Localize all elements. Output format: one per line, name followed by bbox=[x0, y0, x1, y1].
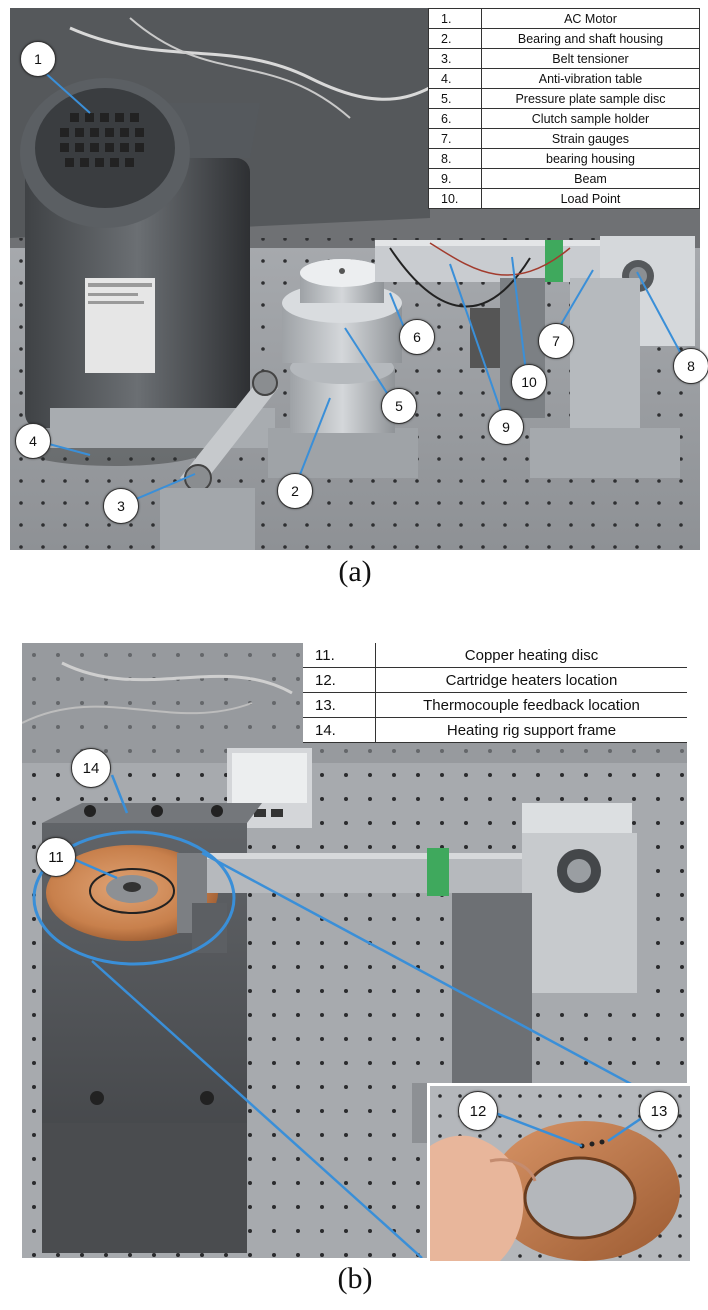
legend-row: 2.Bearing and shaft housing bbox=[428, 28, 700, 49]
legend-row: 10.Load Point bbox=[428, 188, 700, 209]
legend-label: Thermocouple feedback location bbox=[375, 692, 687, 718]
legend-table-a: 1.AC Motor 2.Bearing and shaft housing 3… bbox=[428, 8, 700, 209]
callout-9: 9 bbox=[488, 409, 524, 445]
legend-label: Clutch sample holder bbox=[481, 108, 700, 129]
legend-label: Bearing and shaft housing bbox=[481, 28, 700, 49]
callout-12: 12 bbox=[458, 1091, 498, 1131]
legend-label: Pressure plate sample disc bbox=[481, 88, 700, 109]
photo-heating-rig-b bbox=[22, 643, 687, 1258]
legend-row: 8.bearing housing bbox=[428, 148, 700, 169]
callout-4: 4 bbox=[15, 423, 51, 459]
photo-b-illustration bbox=[22, 643, 687, 1258]
legend-number: 2. bbox=[428, 28, 482, 49]
legend-row: 3.Belt tensioner bbox=[428, 48, 700, 69]
legend-number: 11. bbox=[303, 643, 376, 668]
callout-14: 14 bbox=[71, 748, 111, 788]
callout-2: 2 bbox=[277, 473, 313, 509]
legend-number: 5. bbox=[428, 88, 482, 109]
legend-label: Belt tensioner bbox=[481, 48, 700, 69]
legend-row: 14.Heating rig support frame bbox=[303, 717, 687, 743]
legend-number: 6. bbox=[428, 108, 482, 129]
legend-number: 8. bbox=[428, 148, 482, 169]
legend-row: 5.Pressure plate sample disc bbox=[428, 88, 700, 109]
callout-1: 1 bbox=[20, 41, 56, 77]
legend-number: 13. bbox=[303, 692, 376, 718]
callout-6: 6 bbox=[399, 319, 435, 355]
callout-8: 8 bbox=[673, 348, 708, 384]
legend-row: 6.Clutch sample holder bbox=[428, 108, 700, 129]
legend-label: Heating rig support frame bbox=[375, 717, 687, 743]
legend-number: 3. bbox=[428, 48, 482, 69]
legend-label: Strain gauges bbox=[481, 128, 700, 149]
legend-row: 11.Copper heating disc bbox=[303, 643, 687, 668]
legend-label: Load Point bbox=[481, 188, 700, 209]
legend-row: 9.Beam bbox=[428, 168, 700, 189]
legend-label: Copper heating disc bbox=[375, 643, 687, 668]
legend-table-b: 11.Copper heating disc 12.Cartridge heat… bbox=[303, 643, 687, 743]
legend-row: 13.Thermocouple feedback location bbox=[303, 692, 687, 718]
caption-b: (b) bbox=[337, 1262, 373, 1295]
legend-label: AC Motor bbox=[481, 8, 700, 29]
callout-10: 10 bbox=[511, 364, 547, 400]
legend-row: 7.Strain gauges bbox=[428, 128, 700, 149]
callout-7: 7 bbox=[538, 323, 574, 359]
legend-number: 10. bbox=[428, 188, 482, 209]
legend-label: Beam bbox=[481, 168, 700, 189]
caption-a: (a) bbox=[338, 555, 372, 588]
legend-number: 1. bbox=[428, 8, 482, 29]
callout-11: 11 bbox=[36, 837, 76, 877]
callout-13: 13 bbox=[639, 1091, 679, 1131]
legend-label: bearing housing bbox=[481, 148, 700, 169]
legend-number: 7. bbox=[428, 128, 482, 149]
legend-label: Cartridge heaters location bbox=[375, 667, 687, 693]
callout-5: 5 bbox=[381, 388, 417, 424]
legend-number: 12. bbox=[303, 667, 376, 693]
legend-row: 4.Anti-vibration table bbox=[428, 68, 700, 89]
callout-3: 3 bbox=[103, 488, 139, 524]
legend-row: 12.Cartridge heaters location bbox=[303, 667, 687, 693]
legend-row: 1.AC Motor bbox=[428, 8, 700, 29]
legend-number: 14. bbox=[303, 717, 376, 743]
legend-label: Anti-vibration table bbox=[481, 68, 700, 89]
legend-number: 4. bbox=[428, 68, 482, 89]
legend-number: 9. bbox=[428, 168, 482, 189]
